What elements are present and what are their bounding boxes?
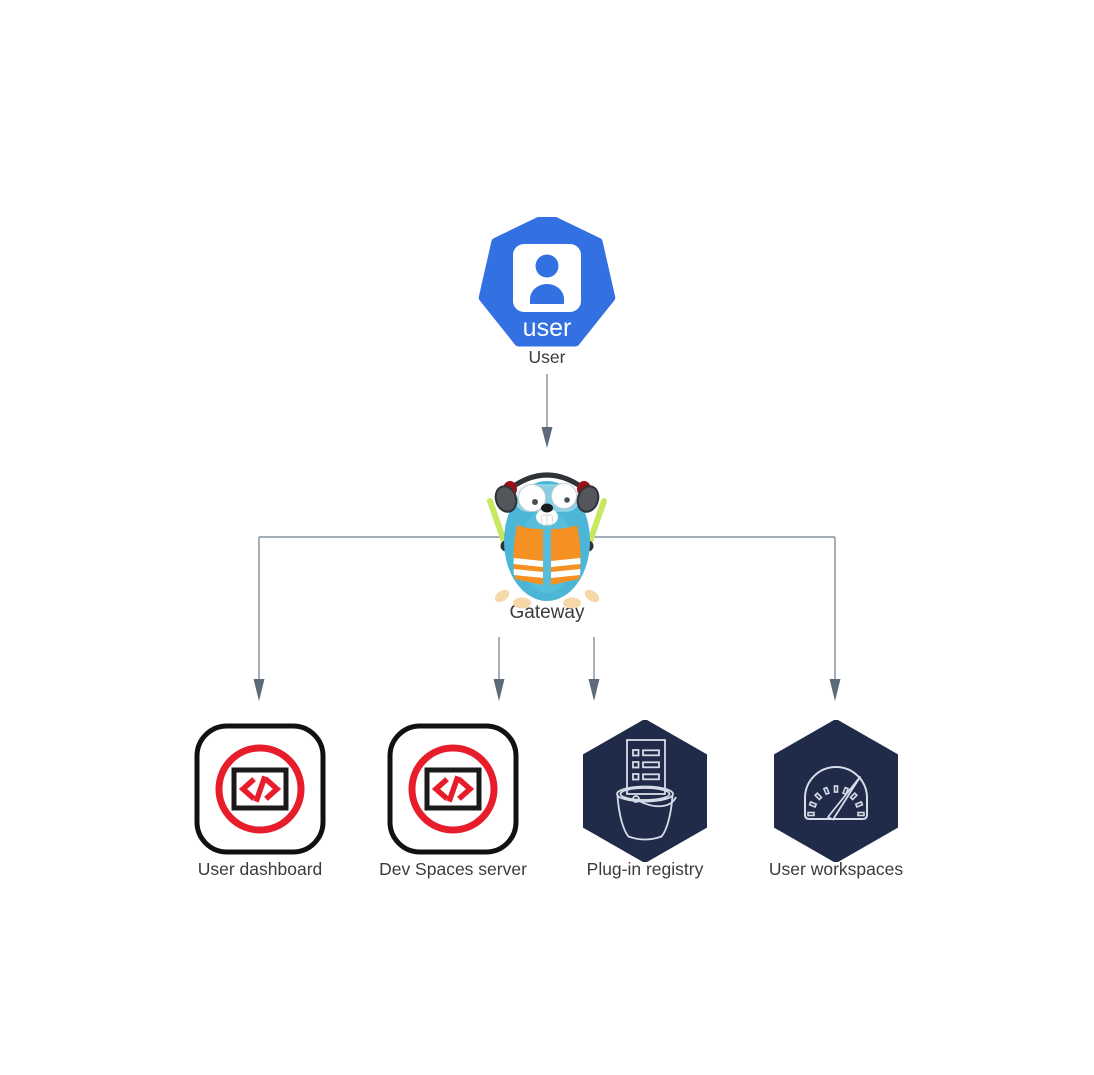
gateway-label: Gateway: [509, 602, 585, 623]
node-user: user: [477, 217, 617, 357]
node-plugin-registry: [583, 720, 707, 862]
che-code-icon: [387, 723, 519, 855]
node-user-workspaces: [774, 720, 898, 862]
arrowhead-icon: [493, 679, 505, 701]
safety-vest: [513, 525, 581, 585]
che-code-icon: [194, 723, 326, 855]
dev-spaces-server-label: Dev Spaces server: [379, 859, 527, 879]
gauge-workspaces-icon: [774, 720, 898, 862]
gauge-needle: [827, 776, 861, 821]
arrowhead-icon: [541, 427, 553, 448]
gopher-gateway-icon: [487, 472, 607, 609]
node-dev-spaces-server: [387, 723, 519, 855]
user-badge-text: user: [523, 314, 572, 342]
user-workspaces-label: User workspaces: [768, 859, 904, 879]
node-gateway: [477, 455, 617, 610]
headphones-icon: [494, 472, 600, 513]
plugin-registry-label: Plug-in registry: [586, 859, 704, 879]
arrowhead-icon: [829, 679, 841, 701]
glow-stick-icon: [487, 498, 607, 550]
arrowhead-icon: [588, 679, 600, 701]
user-label: User: [528, 347, 566, 367]
user-dashboard-label: User dashboard: [197, 859, 323, 879]
user-heptagon-icon: user: [478, 217, 616, 347]
bucket-registry-icon: [583, 720, 707, 862]
person-icon: [530, 254, 564, 304]
arrowhead-icon: [253, 679, 265, 701]
node-user-dashboard: [194, 723, 326, 855]
